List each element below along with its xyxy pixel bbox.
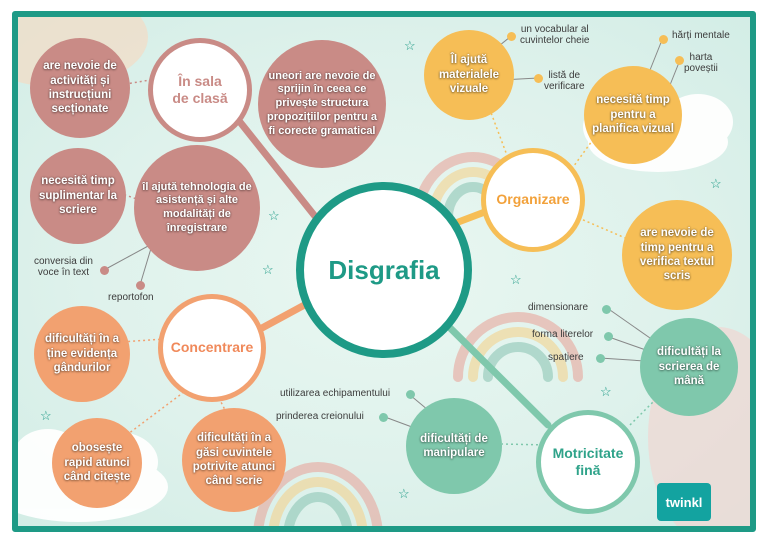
logo-text: twinkl <box>665 494 703 510</box>
node-planifica-text: necesită timp pentru a planifica vizual <box>592 94 674 136</box>
label-echipament: utilizarea echipamentului <box>280 388 391 399</box>
dot-harti <box>659 35 668 44</box>
node-scrierea-text: dificultăți la scrierea de mână <box>657 346 721 388</box>
hub-in-sala[interactable]: În sala de clasă <box>148 38 252 142</box>
node-activitati-text: are nevoie de activități și instrucțiuni… <box>43 60 117 116</box>
dot-conversie <box>100 266 109 275</box>
label-harta: harta poveștii <box>684 52 718 74</box>
dot-reportofon <box>136 281 145 290</box>
node-cuvinte-text: dificultăți în a găsi cuvintele potrivit… <box>192 432 276 488</box>
star-icon: ☆ <box>398 486 410 501</box>
hub-concentrare-label: Concentrare <box>170 339 254 356</box>
dot-lista <box>534 74 543 83</box>
node-cuvinte[interactable]: dificultăți în a găsi cuvintele potrivit… <box>182 408 286 512</box>
dot-forma <box>604 332 613 341</box>
node-tehnologie[interactable]: îl ajută tehnologia de asistență și alte… <box>134 145 260 271</box>
center-title: Disgrafia <box>328 254 440 285</box>
hub-organizare-label: Organizare <box>496 191 570 208</box>
dot-dimensionare <box>602 305 611 314</box>
star-icon: ☆ <box>40 408 52 423</box>
dot-spatiere <box>596 354 605 363</box>
dot-vocabular <box>507 32 516 41</box>
twinkl-logo: twinkl <box>657 483 711 521</box>
node-activitati[interactable]: are nevoie de activități și instrucțiuni… <box>30 38 130 138</box>
star-icon: ☆ <box>510 272 522 287</box>
dot-creion <box>379 413 388 422</box>
node-materiale[interactable]: Îl ajută materialele vizuale <box>424 30 514 120</box>
label-harti: hărți mentale <box>672 30 730 41</box>
node-oboseste[interactable]: obosește rapid atunci când citește <box>52 418 142 508</box>
node-manipulare[interactable]: dificultăți de manipulare <box>406 398 502 494</box>
center-node[interactable]: Disgrafia <box>296 182 472 358</box>
label-conversie: conversia din voce în text <box>34 256 93 278</box>
hub-motricitate-label: Motricitate fină <box>552 444 624 479</box>
node-manipulare-text: dificultăți de manipulare <box>420 432 488 459</box>
node-oboseste-text: obosește rapid atunci când citește <box>63 442 131 484</box>
node-evidenta[interactable]: dificultăți în a ține evidența gândurilo… <box>34 306 130 402</box>
dot-harta <box>675 56 684 65</box>
node-timp-scriere-text: necesită timp suplimentar la scriere <box>39 175 117 217</box>
node-tehnologie-text: îl ajută tehnologia de asistență și alte… <box>142 180 252 234</box>
label-spatiere: spațiere <box>548 352 584 363</box>
label-lista: listă de verificare <box>544 70 585 92</box>
label-reportofon: reportofon <box>108 292 154 303</box>
label-vocabular: un vocabular al cuvintelor cheie <box>520 24 590 46</box>
node-sprijin-text: uneori are nevoie de sprijin în ceea ce … <box>267 69 377 137</box>
node-planifica[interactable]: necesită timp pentru a planifica vizual <box>584 66 682 164</box>
label-creion: prinderea creionului <box>276 411 364 422</box>
node-materiale-text: Îl ajută materialele vizuale <box>438 54 500 96</box>
node-scrierea[interactable]: dificultăți la scrierea de mână <box>640 318 738 416</box>
node-verifica-text: are nevoie de timp pentru a verifica tex… <box>639 227 715 283</box>
hub-motricitate[interactable]: Motricitate fină <box>536 410 640 514</box>
label-dimensionare: dimensionare <box>528 302 589 313</box>
dot-echipament <box>406 390 415 399</box>
star-icon: ☆ <box>262 262 274 277</box>
star-icon: ☆ <box>600 384 612 399</box>
node-evidenta-text: dificultăți în a ține evidența gândurilo… <box>44 333 120 375</box>
node-verifica[interactable]: are nevoie de timp pentru a verifica tex… <box>622 200 732 310</box>
label-forma: forma literelor <box>532 329 594 340</box>
hub-organizare[interactable]: Organizare <box>481 148 585 252</box>
node-sprijin[interactable]: uneori are nevoie de sprijin în ceea ce … <box>258 40 386 168</box>
star-icon: ☆ <box>404 38 416 53</box>
node-timp-scriere[interactable]: necesită timp suplimentar la scriere <box>30 148 126 244</box>
hub-in-sala-label: În sala de clasă <box>172 72 228 107</box>
star-icon: ☆ <box>268 208 280 223</box>
hub-concentrare[interactable]: Concentrare <box>158 294 266 402</box>
star-icon: ☆ <box>710 176 722 191</box>
